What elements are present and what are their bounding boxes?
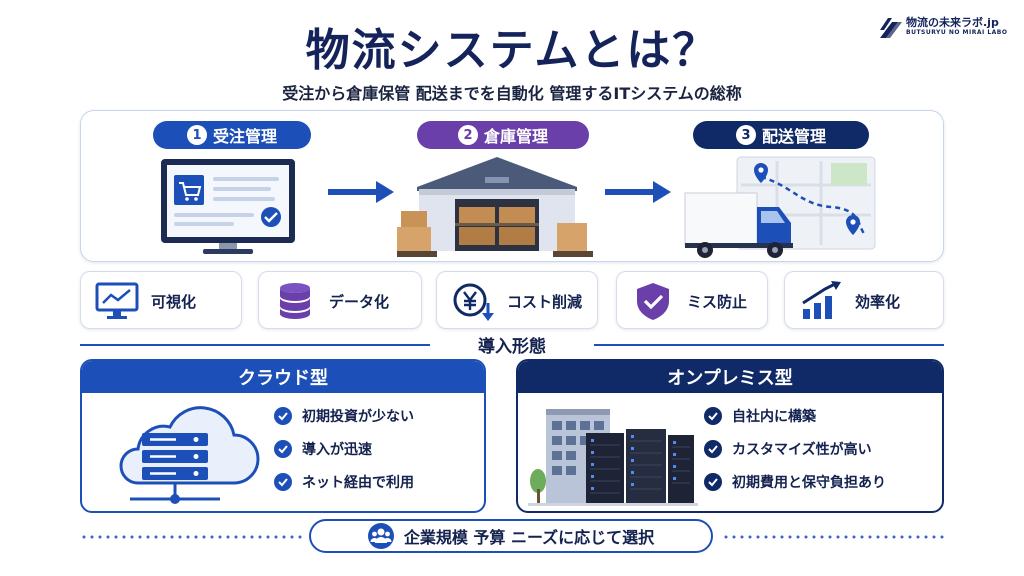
divider-line [80, 344, 430, 346]
onpremise-title: オンプレミス型 [518, 361, 942, 393]
step-number: 3 [735, 125, 756, 145]
feature-efficiency: 効率化 [784, 271, 944, 329]
feature-digitization: データ化 [258, 271, 422, 329]
check-circle-icon [704, 440, 722, 458]
selection-note-text: 企業規模 予算 ニーズに応じて選択 [403, 528, 655, 547]
list-item: カスタマイズ性が高い [704, 438, 872, 460]
check-circle-icon [704, 473, 722, 491]
list-item: 初期投資が少ない [274, 405, 414, 427]
list-item-label: ネット経由で利用 [302, 475, 414, 491]
feature-label: コスト削減 [507, 292, 583, 311]
list-item: 初期費用と保守負担あり [704, 471, 886, 493]
feature-label: 可視化 [151, 292, 197, 311]
feature-label: 効率化 [855, 292, 901, 311]
feature-label: データ化 [329, 292, 390, 311]
logo-stripes-icon [880, 18, 902, 38]
feature-label: ミス防止 [687, 292, 748, 311]
feature-cost-reduction: コスト削減 [436, 271, 598, 329]
logo-subtitle: BUTSURYU NO MIRAI LABO [906, 29, 1008, 36]
arrow-right-icon [328, 181, 394, 203]
list-item: ネット経由で利用 [274, 471, 414, 493]
list-item: 導入が迅速 [274, 438, 372, 460]
monitor-chart-icon [95, 282, 139, 319]
computer-cart-icon [161, 159, 295, 254]
list-item-label: 初期投資が少ない [302, 409, 414, 425]
dotted-line [80, 535, 302, 539]
list-item: 自社内に構築 [704, 405, 816, 427]
warehouse-icon [397, 157, 593, 257]
building-server-icon [528, 409, 698, 506]
growth-chart-icon [802, 281, 841, 319]
divider-line [594, 344, 944, 346]
cloud-panel: クラウド型 初期投資が少ない 導入が迅速 ネット経由で利用 [80, 359, 486, 513]
cloud-title: クラウド型 [82, 361, 484, 393]
step-warehouse-management: 2 倉庫管理 [417, 121, 589, 149]
step-label: 配送管理 [761, 127, 826, 146]
step-label: 倉庫管理 [483, 127, 548, 146]
check-circle-icon [704, 407, 722, 425]
step-number: 2 [457, 125, 478, 145]
list-item-label: 初期費用と保守負担あり [732, 475, 886, 491]
cloud-server-icon [119, 406, 260, 504]
step-order-management: 1 受注管理 [153, 121, 311, 149]
selection-note: 企業規模 予算 ニーズに応じて選択 [309, 519, 713, 553]
shield-check-icon [637, 283, 669, 320]
onpremise-panel: オンプレミス型 自社内に構築 [516, 359, 944, 513]
step-delivery-management: 3 配送管理 [693, 121, 869, 149]
yen-down-icon [453, 283, 494, 321]
site-logo[interactable]: 物流の未来ラボ.jp BUTSURYU NO MIRAI LABO [880, 14, 1020, 42]
step-label: 受注管理 [212, 127, 277, 146]
dotted-line [722, 535, 944, 539]
list-item-label: 導入が迅速 [302, 442, 372, 458]
step-number: 1 [186, 125, 207, 145]
check-circle-icon [274, 440, 292, 458]
database-icon [280, 283, 310, 319]
check-circle-icon [274, 473, 292, 491]
feature-visualization: 可視化 [80, 271, 242, 329]
list-item-label: 自社内に構築 [732, 409, 816, 425]
section-title: 導入形態 [478, 337, 546, 357]
arrow-right-icon [605, 181, 671, 203]
cloud-benefits: 初期投資が少ない 導入が迅速 ネット経由で利用 [274, 405, 484, 505]
page-title: 物流システムとは？ [305, 25, 719, 76]
process-panel: 1 受注管理 2 倉庫管理 3 配送管理 [80, 110, 944, 262]
onpremise-characteristics: 自社内に構築 カスタマイズ性が高い 初期費用と保守負担あり [704, 405, 940, 505]
feature-error-prevention: ミス防止 [616, 271, 768, 329]
logo-name: 物流の未来ラボ.jp [906, 16, 999, 29]
people-icon [367, 523, 394, 549]
page-subtitle: 受注から倉庫保管 配送までを自動化 管理するITシステムの総称 [282, 84, 742, 103]
list-item-label: カスタマイズ性が高い [732, 442, 872, 458]
truck-map-icon [684, 156, 876, 258]
check-circle-icon [274, 407, 292, 425]
